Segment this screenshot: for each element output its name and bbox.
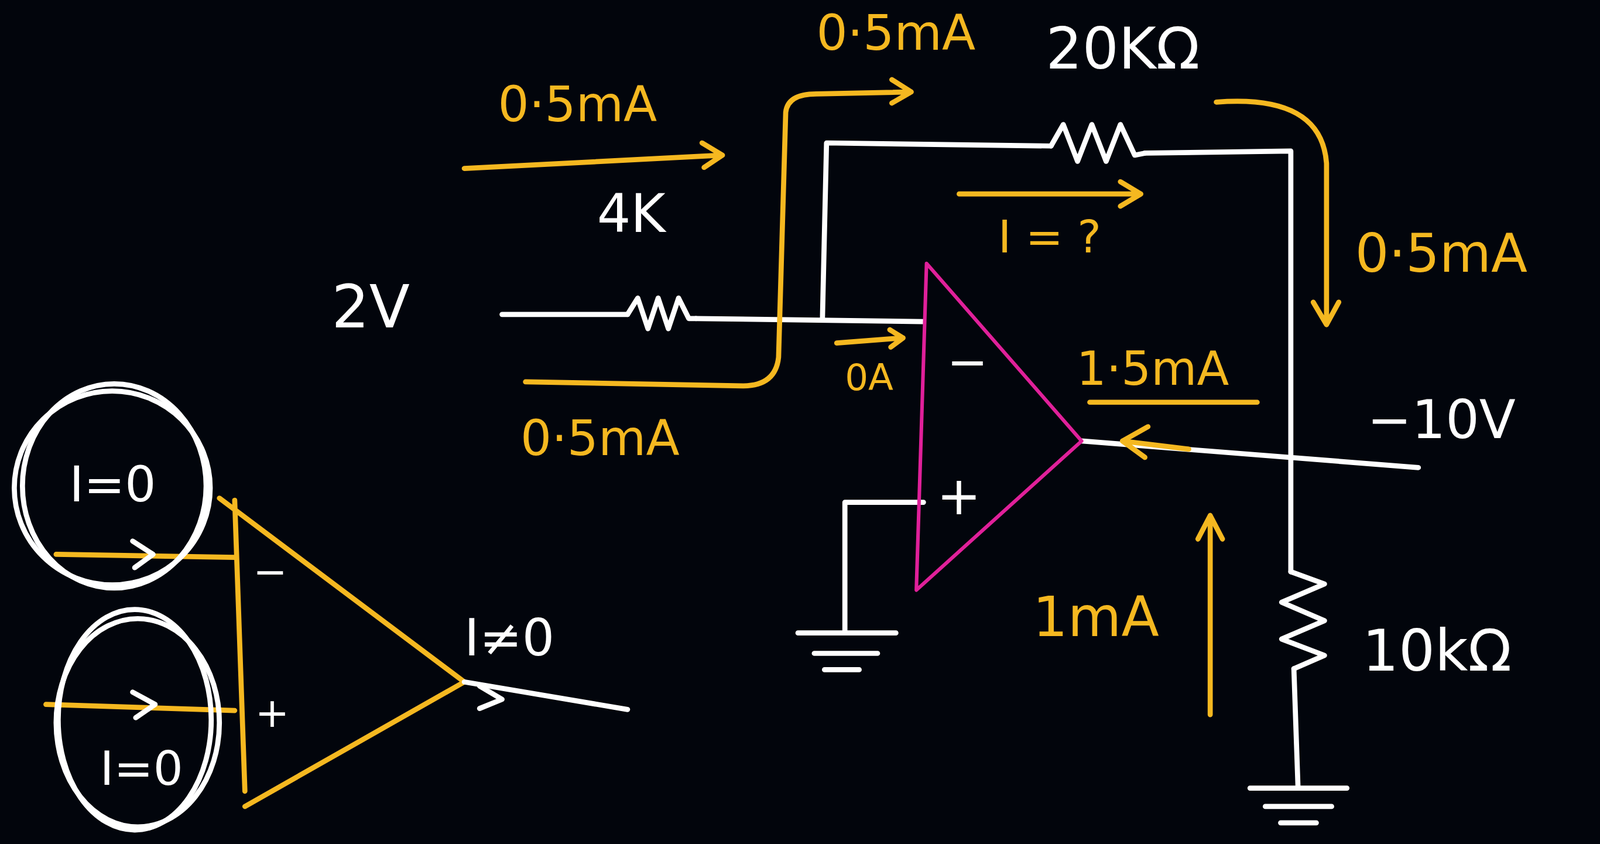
current-arrow: [836, 329, 903, 348]
current-arrow: [464, 142, 723, 169]
current-value: 0A: [844, 359, 894, 397]
current-question: I = ?: [998, 214, 1102, 260]
current-note: I=0: [100, 744, 184, 792]
current-arrow: [132, 540, 503, 718]
op-amp-sketch: [219, 498, 465, 807]
current-value: 0·5mA: [520, 413, 680, 463]
input-voltage: 2V: [331, 277, 410, 337]
current-arrow: [1122, 426, 1189, 458]
input-wire: [502, 311, 628, 317]
current-value: 1·5mA: [1076, 344, 1229, 392]
op-amp-symbol: [916, 263, 1082, 591]
underline: [1090, 399, 1258, 405]
resistor-symbol: [1050, 124, 1145, 162]
current-note: I=0: [69, 458, 157, 509]
current-value: 0·5mA: [498, 79, 658, 129]
resistor-value: 4K: [597, 186, 666, 241]
current-arrow: [1197, 515, 1223, 715]
resistor-value: 20KΩ: [1046, 20, 1201, 78]
current-arrow: [958, 181, 1141, 207]
output-voltage: −10V: [1367, 392, 1516, 447]
current-arrow: [1216, 101, 1339, 325]
inverting-pin: −: [946, 336, 988, 386]
current-value: 0·5mA: [816, 8, 976, 58]
ground-wire: [1293, 668, 1298, 786]
resistor-symbol: [1281, 571, 1325, 669]
current-value: 1mA: [1032, 589, 1160, 645]
current-note: I≠0: [464, 612, 555, 664]
inverting-pin: −: [252, 550, 287, 592]
non-inverting-pin: +: [936, 469, 982, 523]
non-inverting-pin: +: [255, 691, 290, 733]
input-wire: [696, 318, 924, 322]
resistor-symbol: [627, 297, 697, 329]
current-value: 0·5mA: [1355, 226, 1528, 280]
highlight-circle: [22, 383, 207, 588]
ground-symbol: [1249, 787, 1348, 823]
highlight-circle: [57, 609, 211, 830]
ground-symbol: [797, 632, 896, 670]
ground-wire: [844, 502, 924, 633]
resistor-value: 10kΩ: [1362, 622, 1512, 680]
